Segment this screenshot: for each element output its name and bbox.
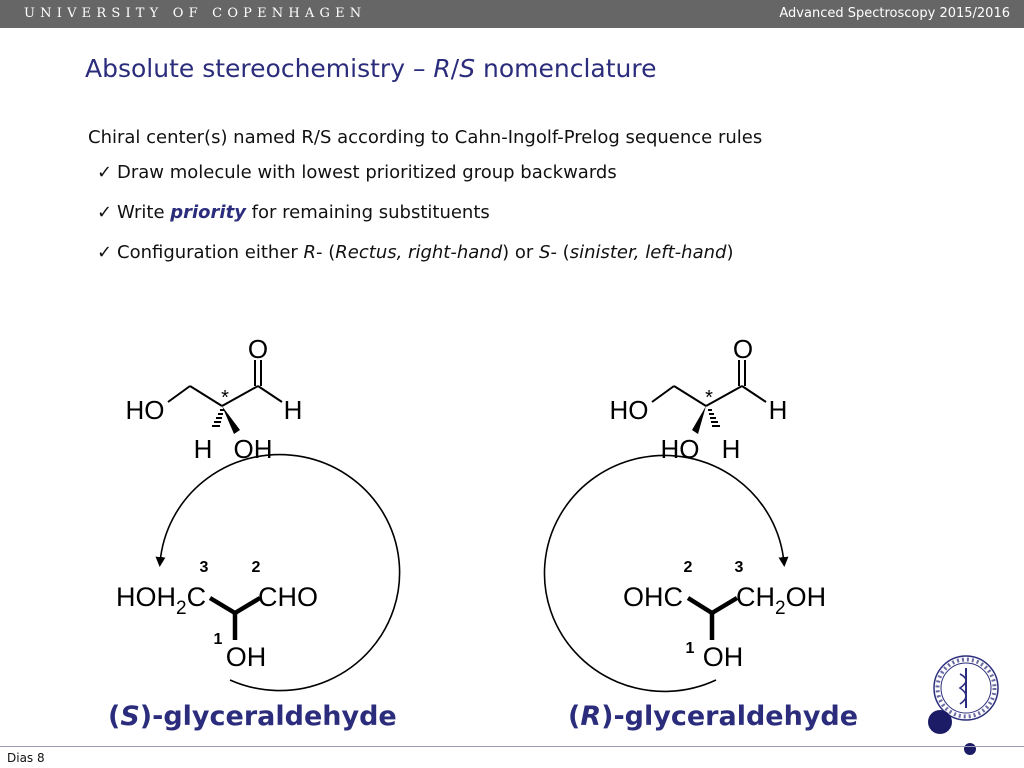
- title-slash: /: [450, 54, 460, 83]
- r-letter: R: [580, 701, 602, 732]
- slide-title: Absolute stereochemistry – R/S nomenclat…: [85, 54, 657, 83]
- course-name: Advanced Spectroscopy 2015/2016: [779, 6, 1010, 21]
- title-suffix: nomenclature: [475, 54, 657, 83]
- bullet-3-sep: - (: [316, 242, 336, 263]
- hoh2c-label: HOH2C: [116, 582, 206, 619]
- priority-3: 3: [200, 559, 209, 576]
- structure-left-top: O HO H * H OH: [126, 334, 303, 464]
- ohc-label: OHC: [623, 582, 683, 612]
- bullet-3-text: Configuration either: [117, 242, 304, 263]
- ch2oh-label: CH2OH: [736, 582, 826, 619]
- s-letter: S: [120, 701, 140, 732]
- skeleton-bonds: [651, 360, 767, 407]
- title-s: S: [459, 54, 476, 83]
- footer-line: [0, 746, 1024, 747]
- clockwise-arrow: [543, 454, 789, 693]
- hashed-bond: [212, 409, 224, 427]
- bullet-3-s: S: [539, 242, 551, 263]
- bullet-1-text: Draw molecule with lowest prioritized gr…: [117, 162, 617, 183]
- h-down-label: H: [194, 434, 213, 464]
- ho-label: HO: [610, 395, 649, 425]
- decorative-dot-icon: [928, 710, 952, 734]
- oh-down-label: OH: [234, 434, 273, 464]
- bullet-3: ✓Configuration either R- (Rectus, right-…: [97, 242, 733, 263]
- page-number: Dias 8: [7, 751, 45, 765]
- skeleton-bonds: [167, 360, 283, 407]
- oxygen-label: O: [248, 334, 268, 364]
- priority-3: 3: [735, 559, 744, 576]
- bullet-3-or: ) or: [502, 242, 540, 263]
- ho-label: HO: [126, 395, 165, 425]
- oh-label: OH: [226, 642, 267, 672]
- bullet-2-text-end: for remaining substituents: [245, 202, 490, 223]
- structure-right-top: O HO H * HO H: [610, 334, 788, 464]
- bullet-2-highlight: priority: [170, 202, 246, 223]
- bold-bonds: [686, 596, 739, 640]
- bullet-3-sinister: sinister, left-hand: [569, 242, 727, 263]
- university-name: UNIVERSITY OF COPENHAGEN: [24, 6, 367, 21]
- h-label: H: [769, 395, 788, 425]
- priority-1: 1: [214, 631, 223, 648]
- bullet-3-close: ): [726, 242, 734, 263]
- oxygen-label: O: [733, 334, 753, 364]
- bold-bonds: [208, 596, 262, 640]
- bullet-3-r: R: [303, 242, 317, 263]
- title-text: Absolute stereochemistry –: [85, 54, 434, 83]
- footer: Dias 8: [0, 744, 1024, 768]
- check-icon: ✓: [97, 242, 113, 263]
- cho-label: CHO: [258, 582, 318, 612]
- bullet-3-rectus: Rectus, right-hand: [335, 242, 503, 263]
- bullet-2-text: Write: [117, 202, 171, 223]
- intro-text: Chiral center(s) named R/S according to …: [88, 127, 763, 148]
- check-icon: ✓: [97, 202, 113, 223]
- title-r: R: [433, 54, 451, 83]
- stereocenter-star: *: [705, 387, 713, 409]
- h-label: H: [284, 395, 303, 425]
- structure-right-bottom: 2 3 1 OHC CH2OH OH: [543, 454, 826, 693]
- s-glyceraldehyde-label: (S)-glyceraldehyde: [108, 701, 397, 732]
- counterclockwise-arrow: [155, 453, 401, 692]
- priority-1: 1: [686, 640, 695, 657]
- priority-2: 2: [684, 559, 693, 576]
- bullet-1: ✓Draw molecule with lowest prioritized g…: [97, 162, 617, 183]
- h-down-label: H: [722, 434, 741, 464]
- structure-left-bottom: 3 2 1 HOH2C CHO OH: [116, 453, 401, 692]
- university-seal-icon: [933, 655, 999, 721]
- stereocenter-star: *: [221, 387, 229, 409]
- bullet-2: ✓Write priority for remaining substituen…: [97, 202, 490, 223]
- check-icon: ✓: [97, 162, 113, 183]
- wedge-bond: [222, 406, 240, 434]
- r-glyceraldehyde-label: (R)-glyceraldehyde: [568, 701, 859, 732]
- bullet-3-sep2: - (: [550, 242, 570, 263]
- oh-label: OH: [703, 642, 744, 672]
- priority-2: 2: [252, 559, 261, 576]
- hashed-bond: [708, 409, 720, 427]
- wedge-bond: [692, 406, 706, 434]
- header-bar: UNIVERSITY OF COPENHAGEN Advanced Spectr…: [0, 0, 1024, 28]
